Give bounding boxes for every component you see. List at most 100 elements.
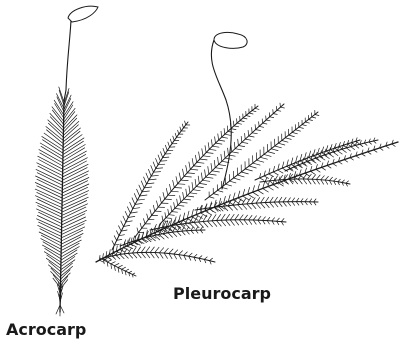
pleurocarp-leaf: [215, 168, 222, 169]
pleurocarp-leaf: [265, 181, 268, 184]
pleurocarp-leaf: [261, 197, 265, 203]
pleurocarp-leaf: [248, 194, 254, 198]
pleurocarp-leaf: [230, 220, 234, 225]
pleurocarp-leaf: [212, 146, 219, 147]
pleurocarp-leaf: [199, 256, 202, 259]
pleurocarp-leaf: [288, 198, 291, 202]
acrocarp-leaves: [35, 87, 89, 316]
pleurocarp-leaf: [186, 189, 187, 196]
pleurocarp-leaf: [137, 189, 140, 196]
pleurocarp-leaf: [182, 124, 183, 128]
pleurocarp-leaf: [142, 191, 150, 192]
acrocarp-leaf: [62, 187, 88, 199]
pleurocarp-leaf: [197, 162, 204, 163]
pleurocarp-leaf: [132, 253, 136, 258]
pleurocarp-leaf: [329, 177, 332, 180]
acrocarp-leaf: [63, 168, 88, 181]
acrocarp-leaf: [37, 163, 63, 176]
pleurocarp-leaf: [144, 219, 146, 224]
acrocarp-leaf: [62, 191, 89, 203]
pleurocarp-leaf: [199, 152, 200, 159]
acrocarp-leaf: [62, 174, 87, 186]
pleurocarp-leaf: [218, 157, 219, 164]
pleurocarp-leaf: [190, 223, 195, 228]
pleurocarp-leaf: [274, 197, 277, 202]
pleurocarp-leaf: [249, 166, 256, 168]
acrocarp-leaf: [37, 219, 62, 230]
pleurocarp-leaf: [191, 230, 194, 233]
pleurocarp-leaf: [327, 165, 331, 168]
acrocarp-leaf: [62, 201, 87, 213]
pleurocarp-leaf: [321, 180, 324, 185]
pleurocarp-leaf: [205, 170, 206, 177]
pleurocarp-leaf: [274, 202, 278, 207]
pleurocarp-leaf: [226, 214, 230, 220]
pleurocarp-leaf: [209, 174, 216, 175]
pleurocarp-leaf: [173, 136, 174, 140]
acrocarp-leaf: [35, 183, 62, 195]
pleurocarp-leaf: [215, 137, 216, 143]
pleurocarp-leaf: [355, 145, 359, 148]
pleurocarp-leaf: [373, 141, 376, 143]
pleurocarp-leaf: [298, 179, 302, 184]
pleurocarp-leaf: [316, 175, 320, 179]
pleurocarp-leaf: [312, 117, 316, 118]
pleurocarp-leaf: [380, 148, 383, 150]
pleurocarp-leaf: [127, 246, 133, 249]
pleurocarp-leaf: [178, 205, 184, 206]
pleurocarp-leaf: [144, 177, 147, 184]
pleurocarp-leaf: [278, 143, 285, 145]
pleurocarp-leaf: [279, 197, 282, 202]
pleurocarp-leaf: [153, 205, 155, 211]
pleurocarp-leaf: [239, 220, 243, 225]
pleurocarp-leaf: [221, 214, 225, 220]
pleurocarp-leaf: [350, 158, 353, 160]
pleurocarp-leaf: [272, 218, 275, 221]
pleurocarp-leaf: [265, 197, 269, 202]
pleurocarp-leaf: [202, 180, 209, 181]
pleurocarp-leaf: [233, 205, 238, 210]
pleurocarp-leaf: [134, 194, 137, 201]
pleurocarp-leaf: [273, 114, 277, 115]
pleurocarp-leaf: [292, 132, 297, 133]
pleurocarp-leaf: [256, 198, 260, 204]
pleurocarp-leaf: [256, 130, 261, 131]
pleurocarp-leaf: [312, 179, 315, 184]
pleurocarp-leaf: [189, 186, 190, 193]
pleurocarp-leaf: [174, 188, 181, 189]
acrocarp-capsule: [68, 6, 98, 22]
pleurocarp-leaf: [129, 271, 132, 273]
pleurocarp-leaf: [125, 269, 129, 271]
pleurocarp-leaf: [305, 122, 309, 123]
pleurocarp-leaf: [151, 175, 158, 176]
acrocarp-leaf: [62, 210, 87, 221]
pleurocarp-leaf: [238, 146, 244, 147]
pleurocarp-leaf: [296, 130, 301, 131]
pleurocarp-leaf: [346, 181, 349, 183]
pleurocarp-leaf: [153, 162, 156, 169]
pleurocarp-leaf: [146, 247, 150, 253]
pleurocarp-leaf: [245, 133, 246, 139]
pleurocarp-leaf: [265, 203, 269, 208]
pleurocarp-leaf: [174, 250, 178, 254]
pleurocarp-leaf: [213, 194, 218, 195]
pleurocarp-leaf: [260, 157, 267, 159]
pleurocarp-leaf: [303, 174, 307, 179]
pleurocarp-leaf: [264, 154, 271, 156]
pleurocarp-leaf: [144, 187, 152, 188]
pleurocarp-leaf: [151, 166, 154, 173]
pleurocarp-leaf: [277, 218, 280, 221]
pleurocarp-leaf: [170, 139, 172, 144]
pleurocarp-leaf: [173, 232, 177, 236]
acrocarp-label: Acrocarp: [6, 320, 86, 339]
pleurocarp-leaf: [269, 174, 274, 177]
pleurocarp-leaf: [257, 160, 264, 162]
pleurocarp-leaf: [228, 206, 232, 211]
pleurocarp-leaf: [309, 120, 313, 121]
pleurocarp-leaf: [194, 222, 199, 227]
pleurocarp-leaf: [234, 126, 239, 127]
pleurocarp-leaf: [196, 230, 198, 233]
pleurocarp-leaf: [190, 193, 197, 194]
pleurocarp-leaf: [208, 143, 209, 150]
pleurocarp-leaf: [163, 148, 165, 154]
